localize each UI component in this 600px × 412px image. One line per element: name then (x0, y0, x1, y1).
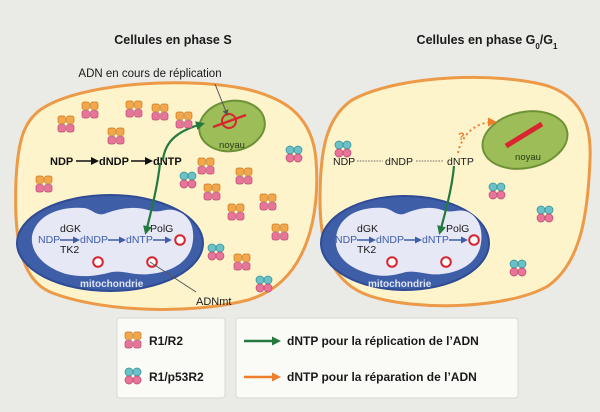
cell-s-phase: noyau ADN en cours de réplication NDP dN… (14, 68, 319, 311)
dntp-label-left: dNTP (153, 156, 182, 168)
dntp-to-nucleus-arrow (161, 121, 205, 161)
nucleus-left (198, 99, 266, 153)
tk2-label-right: TK2 (357, 244, 376, 256)
polg-label-left: PolG (150, 223, 173, 235)
mitochondrial-matrix-right (335, 207, 482, 276)
nucleus-label-left: noyau (219, 140, 245, 151)
polg-label-right: PolG (446, 223, 469, 235)
legend-r1r2-label: R1/R2 (149, 334, 183, 348)
ndp-label-mito-right: NDP (335, 234, 357, 246)
mitochondrion-label-left: mitochondrie (80, 279, 144, 290)
dntp-into-mito-arrow-right (437, 165, 456, 235)
legend-orange-label: dNTP pour la réparation de l’ADN (287, 370, 477, 384)
title-g1-subscript: 1 (553, 42, 558, 51)
ndp-label-right: NDP (333, 156, 355, 168)
dgk-label-right: dGK (357, 223, 378, 235)
dndp-label-mito-right: dNDP (376, 234, 404, 246)
title-g-separator: /G (540, 33, 553, 47)
dna-strand-icon (212, 113, 247, 129)
ndp-label-left: NDP (50, 156, 73, 168)
mtdna-icon (468, 234, 480, 246)
title-g0g1-phase: Cellules en phase G0/G1 (417, 33, 558, 51)
title-s-phase: Cellules en phase S (114, 33, 231, 47)
mitochondrion-label-right: mitochondrie (368, 279, 432, 290)
nucleus-label-right: noyau (515, 152, 541, 163)
dntp-label-mito-left: dNTP (126, 234, 153, 246)
dgk-label-left: dGK (60, 223, 81, 235)
replication-pointer (214, 83, 229, 116)
ndp-label-mito-left: NDP (38, 234, 60, 246)
legend-enzyme-box (116, 317, 226, 399)
mtdna-icon (174, 234, 186, 246)
legend-r1p53r2-label: R1/p53R2 (149, 370, 204, 384)
adnmt-label: ADNmt (196, 296, 231, 308)
legend: R1/R2 R1/p53R2 dNTP pour la réplication … (116, 317, 519, 399)
question-mark: ? (458, 131, 465, 143)
title-g0g1-main: Cellules en phase G (417, 33, 536, 47)
mtdna-icon (386, 256, 398, 268)
nucleus-right (481, 110, 569, 170)
dntp-label-mito-right: dNTP (422, 234, 449, 246)
legend-arrow-box (235, 317, 519, 399)
adnmt-pointer (149, 261, 197, 293)
dndp-label-mito-left: dNDP (80, 234, 108, 246)
title-g0-subscript: 0 (535, 42, 540, 51)
tk2-label-left: TK2 (60, 244, 79, 256)
replication-annotation: ADN en cours de réplication (78, 68, 221, 80)
dntp-repair-arrow (457, 117, 497, 154)
dntp-label-right: dNTP (447, 156, 474, 168)
legend-green-label: dNTP pour la réplication de l’ADN (287, 334, 479, 348)
dndp-label-left: dNDP (99, 156, 129, 168)
replicating-dna-icon (221, 113, 237, 129)
dntp-into-mito-arrow-left (143, 162, 162, 235)
dndp-label-right: dNDP (385, 156, 413, 168)
mtdna-icon (440, 256, 452, 268)
mtdna-icon (92, 256, 104, 268)
cell-g0g1-phase: noyau NDP dNDP dNTP ? mitochondrie dGK T… (318, 75, 592, 308)
dna-damaged-icon (504, 121, 544, 149)
